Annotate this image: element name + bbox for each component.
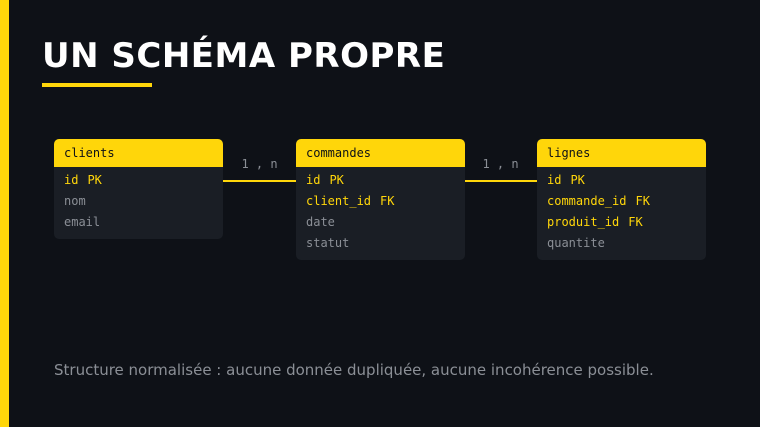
caption-text: Structure normalisée : aucune donnée dup… xyxy=(54,361,654,379)
field-name: nom xyxy=(64,194,86,208)
field-name: statut xyxy=(306,236,350,250)
field-name: produit_id xyxy=(547,215,620,229)
key-tag: FK xyxy=(635,194,650,208)
field-row: nom xyxy=(54,191,223,212)
table-commandes: commandes id PK client_id FK date statut xyxy=(296,139,465,260)
field-name: commande_id xyxy=(547,194,627,208)
field-row: statut xyxy=(296,233,465,254)
left-accent-bar xyxy=(0,0,9,427)
key-tag: PK xyxy=(329,173,344,187)
field-row: client_id FK xyxy=(296,191,465,212)
field-row: id PK xyxy=(296,170,465,191)
field-row: quantite xyxy=(537,233,706,254)
page-title: UN SCHÉMA PROPRE xyxy=(42,36,446,76)
field-name: id xyxy=(64,173,79,187)
field-name: id xyxy=(547,173,562,187)
field-list: id PK client_id FK date statut xyxy=(296,167,465,260)
field-row: id PK xyxy=(54,170,223,191)
title-underline xyxy=(42,83,152,87)
field-list: id PK nom email xyxy=(54,167,223,239)
relation-connector-commandes-lignes xyxy=(465,180,537,182)
field-name: client_id xyxy=(306,194,372,208)
relation-connector-clients-commandes xyxy=(223,180,296,182)
field-row: commande_id FK xyxy=(537,191,706,212)
key-tag: PK xyxy=(87,173,102,187)
field-name: email xyxy=(64,215,101,229)
key-tag: FK xyxy=(628,215,643,229)
field-name: quantite xyxy=(547,236,605,250)
field-row: date xyxy=(296,212,465,233)
key-tag: PK xyxy=(570,173,585,187)
cardinality-label: 1 , n xyxy=(482,157,519,171)
table-header: lignes xyxy=(537,139,706,167)
field-name: id xyxy=(306,173,321,187)
field-row: email xyxy=(54,212,223,233)
cardinality-label: 1 , n xyxy=(241,157,278,171)
table-header: commandes xyxy=(296,139,465,167)
key-tag: FK xyxy=(380,194,395,208)
table-header: clients xyxy=(54,139,223,167)
field-row: produit_id FK xyxy=(537,212,706,233)
field-name: date xyxy=(306,215,335,229)
field-row: id PK xyxy=(537,170,706,191)
table-clients: clients id PK nom email xyxy=(54,139,223,239)
